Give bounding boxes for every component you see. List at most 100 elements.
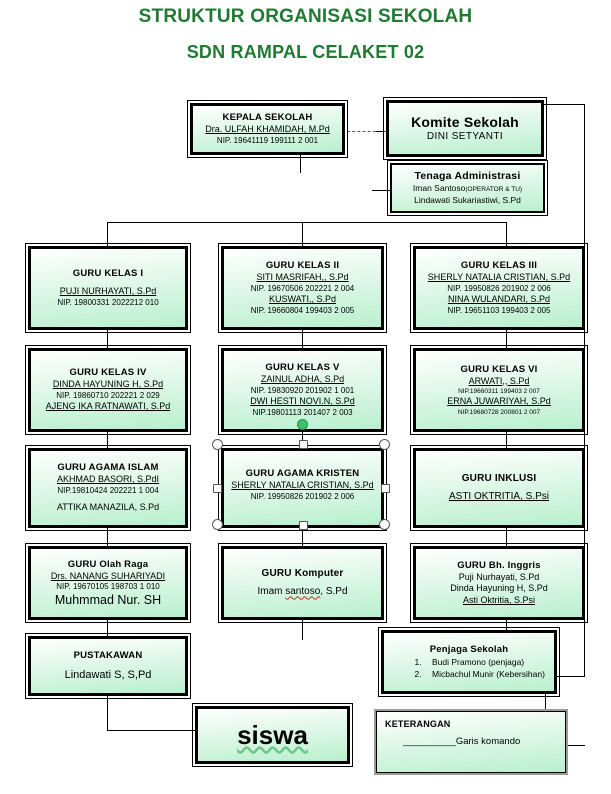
node-guru-kelas-2[interactable]: GURU KELAS II SITI MASRIFAH,, S.Pd NIP. … <box>218 243 387 333</box>
connector-mid-1 <box>302 330 303 348</box>
kristen-name1: SHERLY NATALIA CRISTIAN, S.Pd <box>231 480 374 490</box>
node-guru-inklusi[interactable]: GURU INKLUSI ASTI OKTRITIA, S.Psi <box>410 445 588 531</box>
resize-handle-top-right[interactable] <box>379 439 390 450</box>
node-siswa[interactable]: siswa <box>192 703 353 767</box>
kristen-spacer <box>224 502 381 508</box>
node-komite-sekolah[interactable]: Komite Sekolah DINI SETYANTI <box>383 97 547 160</box>
node-keterangan[interactable]: KETERANGAN __________Garis komando <box>374 709 568 775</box>
node-guru-agama-islam[interactable]: GURU AGAMA ISLAM AKHMAD BASORI, S.PdI NI… <box>25 445 191 531</box>
node-guru-kelas-3[interactable]: GURU KELAS III SHERLY NATALIA CRISTIAN, … <box>410 243 588 333</box>
node-kepala-sekolah[interactable]: KEPALA SEKOLAH Dra. ULFAH KHAMIDAH, M.Pd… <box>187 100 348 158</box>
k2-name1: SITI MASRIFAH,, S.Pd <box>256 272 349 282</box>
connector-kepala-komite-dashed <box>342 131 386 132</box>
keterangan-line-label: Garis komando <box>455 736 521 747</box>
resize-handle-top-center[interactable] <box>299 440 308 449</box>
node-pustakawan[interactable]: PUSTAKAWAN Lindawati S, S,Pd <box>25 633 191 699</box>
connector-left-1 <box>107 330 108 348</box>
k4-name2: AJENG IKA RATNAWATI, S.Pd <box>45 401 171 412</box>
connector-left-4 <box>107 620 108 636</box>
node-guru-kelas-4[interactable]: GURU KELAS IV DINDA HAYUNING H, S.Pd NIP… <box>25 345 191 435</box>
kepala-name: Dra. ULFAH KHAMIDAH, M.Pd <box>205 124 330 134</box>
connector-right-4 <box>506 620 507 636</box>
resize-handle-bottom-center[interactable] <box>299 521 308 530</box>
k5-nip1: NIP. 19830920 201902 1 001 <box>250 385 355 395</box>
k2-nip2: NIP. 19660804 199403 2 005 <box>250 305 355 315</box>
k1-name1: PUJI NURHAYATI, S.Pd <box>59 286 157 296</box>
inggris-title: GURU Bh. Inggris <box>457 559 541 571</box>
connector-admin-left <box>372 190 390 191</box>
connector-left-3 <box>107 528 108 546</box>
keterangan-body: __________Garis komando <box>385 736 557 747</box>
k4-name1: DINDA HAYUNING H, S.Pd <box>52 379 164 390</box>
connector-left-to-siswa <box>107 730 195 731</box>
connector-right-to-penjaga <box>545 676 585 677</box>
connector-bus-drop-right <box>506 222 507 246</box>
k1-nip1: NIP. 19800331 2022212 010 <box>57 297 159 307</box>
k1-title: GURU KELAS I <box>72 268 144 279</box>
islam-nip1: NIP.19810424 202221 1 004 <box>57 485 159 495</box>
k6-name2: ERNA JUWARIYAH, S.Pd <box>447 396 551 406</box>
komputer-name-misspelled: santoso <box>285 586 321 598</box>
connector-left-2 <box>107 432 108 448</box>
k6-name1: ARWATI,, S.Pd <box>468 375 530 386</box>
kristen-title: GURU AGAMA KRISTEN <box>245 468 360 479</box>
admin-name1: Iman Santoso <box>412 183 466 193</box>
k3-name1: SHERLY NATALIA CRISTIAN, S.Pd <box>427 272 571 282</box>
islam-name2: ATTIKA MANAZILA, S.Pd <box>56 502 160 513</box>
node-guru-kelas-5[interactable]: GURU KELAS V ZAINUL ADHA, S.Pd NIP. 1983… <box>218 345 387 435</box>
connector-right-3 <box>506 528 507 546</box>
connector-mid-3 <box>302 528 303 546</box>
rotate-handle-green[interactable] <box>297 419 308 430</box>
node-guru-agama-kristen[interactable]: GURU AGAMA KRISTEN SHERLY NATALIA CRISTI… <box>218 445 387 531</box>
node-guru-kelas-6[interactable]: GURU KELAS VI ARWATI,, S.Pd NIP.19660311… <box>410 345 588 435</box>
inggris-name3: Asti Oktritia, S.Psi <box>462 594 535 605</box>
siswa-title: siswa <box>237 720 308 750</box>
connector-bus-drop-mid <box>302 222 303 246</box>
node-penjaga-sekolah[interactable]: Penjaga Sekolah Budi Pramono (penjaga) M… <box>378 627 560 697</box>
olahraga-name1: Drs. NANANG SUHARIYADI <box>50 570 166 581</box>
connector-left-5 <box>107 696 108 730</box>
connector-right-1 <box>506 330 507 348</box>
k2-nip1: NIP. 19670506 202221 2 004 <box>250 283 355 293</box>
page-title-line2: SDN RAMPAL CELAKET 02 <box>186 42 425 62</box>
k3-nip1: NIP. 19950826 201902 2 006 <box>447 283 551 293</box>
komputer-name-a: Imam <box>257 586 286 598</box>
node-guru-olah-raga[interactable]: GURU Olah Raga Drs. NANANG SUHARIYADI NI… <box>25 543 191 623</box>
kepala-title: KEPALA SEKOLAH <box>222 112 313 123</box>
keterangan-title: KETERANGAN <box>385 719 451 729</box>
komputer-name-row: Imam santoso, S.Pd <box>224 586 381 598</box>
resize-handle-middle-left[interactable] <box>213 484 222 493</box>
k5-nip2: NIP.19801113 201407 2 003 <box>252 407 353 417</box>
komite-name: DINI SETYANTI <box>426 131 504 143</box>
node-guru-komputer[interactable]: GURU Komputer Imam santoso, S.Pd <box>218 543 387 623</box>
komputer-name-c: , S.Pd <box>320 586 348 598</box>
pustakawan-title: PUSTAKAWAN <box>73 650 143 661</box>
k2-name2: KUSWATI,, S.Pd <box>268 294 336 304</box>
node-guru-kelas-1[interactable]: GURU KELAS I PUJI NURHAYATI, S.Pd NIP. 1… <box>25 243 191 333</box>
node-tenaga-administrasi[interactable]: Tenaga Administrasi Iman Santoso(OPERATO… <box>387 160 548 216</box>
node-guru-bh-inggris[interactable]: GURU Bh. Inggris Puji Nurhayati, S.Pd Di… <box>410 543 588 623</box>
pustakawan-name1: Lindawati S, S,Pd <box>64 669 152 681</box>
k5-name2: DWI HESTI NOVI.N, S.Pd <box>250 396 355 406</box>
resize-handle-middle-right[interactable] <box>381 484 390 493</box>
admin-name1-note: (OPERATOR & TU) <box>465 186 523 193</box>
inklusi-title: GURU INKLUSI <box>461 473 537 485</box>
k4-nip1: NIP. 19860710 202221 2 029 <box>56 390 160 400</box>
islam-title: GURU AGAMA ISLAM <box>57 462 159 474</box>
inklusi-name1: ASTI OKTRITIA, S.Psi <box>448 491 549 503</box>
admin-name1-row: Iman Santoso(OPERATOR & TU) <box>392 183 543 195</box>
connector-mid-4 <box>302 620 303 640</box>
resize-handle-bottom-left[interactable] <box>212 519 223 530</box>
k5-title: GURU KELAS V <box>265 362 340 373</box>
resize-handle-top-left[interactable] <box>212 439 223 450</box>
komite-title: Komite Sekolah <box>411 114 519 131</box>
k6-nip2: NIP.19680728 200801 2 007 <box>457 408 541 416</box>
olahraga-nip1: NIP. 19670105 198703 1 010 <box>56 582 160 591</box>
penjaga-list: Budi Pramono (penjaga) Micbachul Munir (… <box>384 656 554 680</box>
list-item: Budi Pramono (penjaga) <box>424 656 554 668</box>
k3-title: GURU KELAS III <box>460 260 538 271</box>
islam-name1: AKHMAD BASORI, S.PdI <box>56 474 160 485</box>
connector-bus-drop-left <box>107 222 108 246</box>
resize-handle-bottom-right[interactable] <box>379 519 390 530</box>
